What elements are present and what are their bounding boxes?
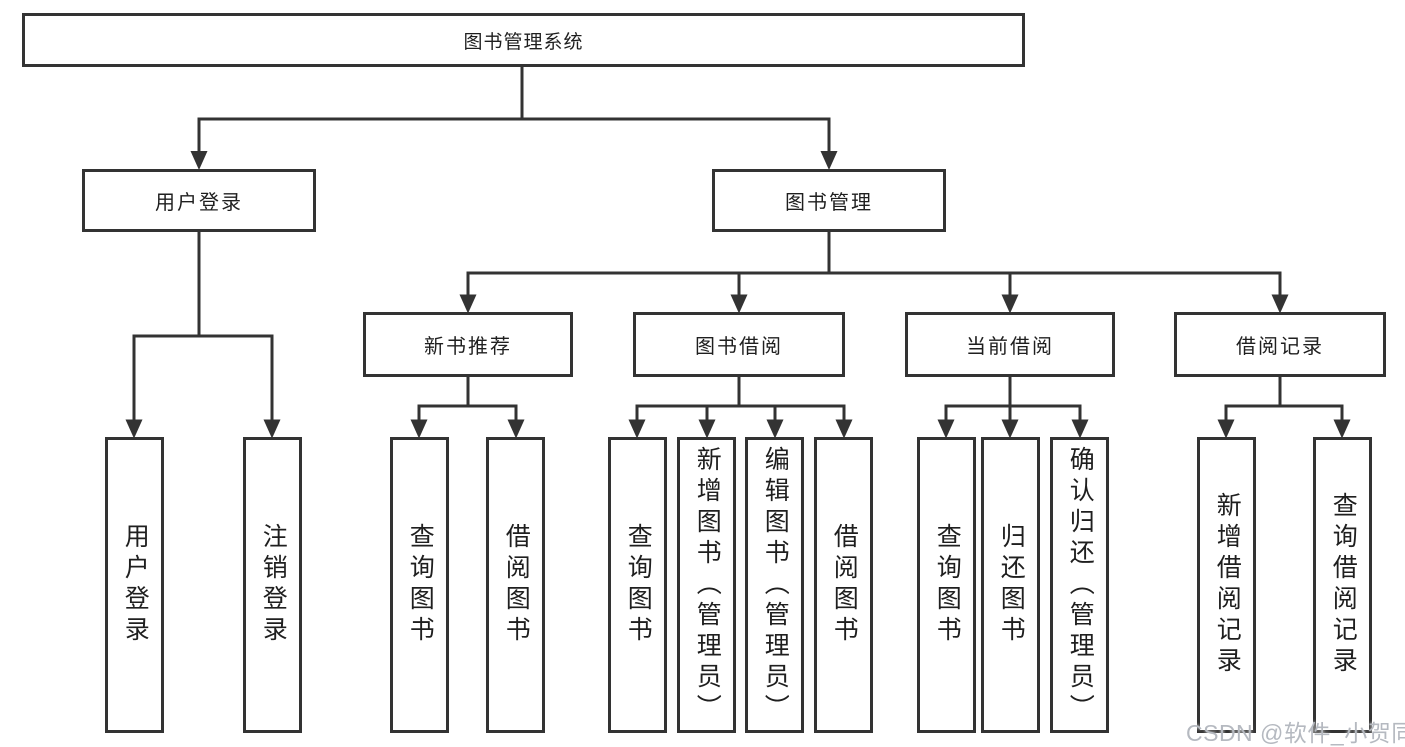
node-leaf-query-books-2: 查询图书 [608,437,667,733]
node-leaf-query-books-1: 查询图书 [390,437,449,733]
node-leaf-add-borrow-record-label: 新增借阅记录 [1213,492,1242,678]
node-leaf-query-books-1-label: 查询图书 [406,523,435,647]
node-leaf-query-books-2-label: 查询图书 [624,523,653,647]
node-leaf-edit-books-admin-label: 编辑图书（管理员） [761,445,790,725]
node-leaf-query-borrow-record: 查询借阅记录 [1313,437,1372,733]
node-leaf-logout: 注销登录 [243,437,302,733]
node-leaf-add-books-admin-label: 新增图书（管理员） [693,445,722,725]
csdn-watermark: CSDN @软件_小贺同学 [1186,720,1405,746]
node-new-book-recommend-label: 新书推荐 [424,336,512,358]
node-user-login-label: 用户登录 [155,192,243,214]
node-leaf-confirm-return-admin: 确认归还（管理员） [1050,437,1109,733]
node-leaf-query-books-3: 查询图书 [917,437,976,733]
node-leaf-add-borrow-record: 新增借阅记录 [1197,437,1256,733]
node-new-book-recommend: 新书推荐 [363,312,573,377]
node-book-management: 图书管理 [712,169,946,232]
node-leaf-query-books-3-label: 查询图书 [933,523,962,647]
node-leaf-confirm-return-admin-label: 确认归还（管理员） [1066,445,1095,725]
node-leaf-add-books-admin: 新增图书（管理员） [677,437,736,733]
node-current-borrow: 当前借阅 [905,312,1115,377]
node-leaf-return-books: 归还图书 [981,437,1040,733]
node-borrow-records: 借阅记录 [1174,312,1386,377]
node-book-management-label: 图书管理 [785,192,873,214]
node-leaf-borrow-books-2-label: 借阅图书 [830,523,859,647]
node-book-borrow: 图书借阅 [633,312,845,377]
node-leaf-return-books-label: 归还图书 [997,523,1026,647]
node-borrow-records-label: 借阅记录 [1236,336,1324,358]
node-leaf-borrow-books-2: 借阅图书 [814,437,873,733]
node-leaf-logout-label: 注销登录 [259,523,288,647]
node-current-borrow-label: 当前借阅 [966,336,1054,358]
node-leaf-user-login: 用户登录 [105,437,164,733]
node-leaf-user-login-label: 用户登录 [121,523,150,647]
node-leaf-borrow-books-1-label: 借阅图书 [502,523,531,647]
node-leaf-edit-books-admin: 编辑图书（管理员） [745,437,804,733]
node-book-borrow-label: 图书借阅 [695,336,783,358]
node-leaf-borrow-books-1: 借阅图书 [486,437,545,733]
node-library-system: 图书管理系统 [22,13,1025,67]
node-library-system-label: 图书管理系统 [463,31,584,53]
node-user-login: 用户登录 [82,169,316,232]
node-leaf-query-borrow-record-label: 查询借阅记录 [1329,492,1358,678]
